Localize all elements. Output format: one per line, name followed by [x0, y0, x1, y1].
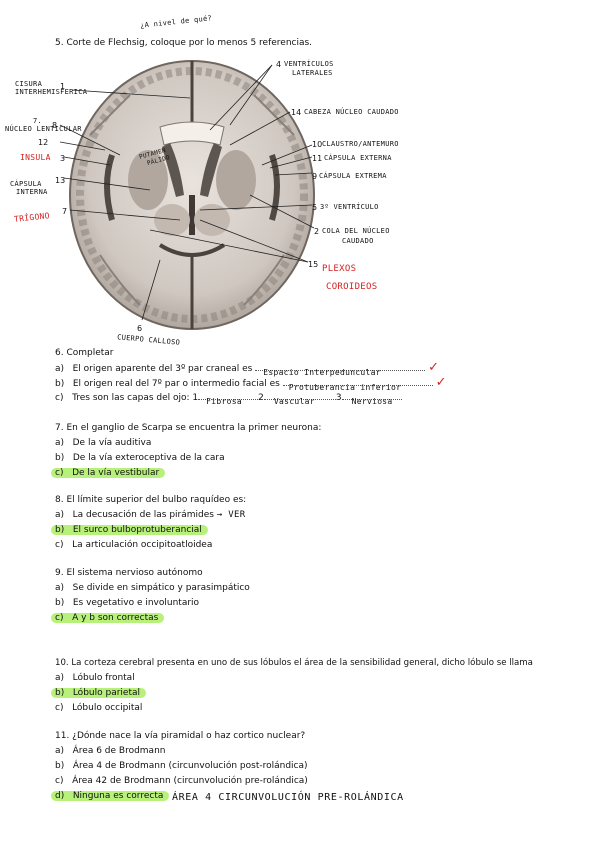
q10-option-c: c) Lóbulo occipital: [55, 703, 143, 713]
num-10: 10: [312, 140, 323, 149]
brain-illustration: [69, 60, 315, 330]
num-2: 2: [314, 227, 320, 236]
q8-option-a: a) La decusación de las pirámides → VER: [55, 510, 246, 520]
q6-title: 6. Completar: [55, 348, 114, 358]
label-nucleo-lenticular: 7.NÚCLEO LENTICULAR: [5, 117, 82, 133]
num-11: 11: [312, 154, 323, 163]
check-6a: ✓: [428, 360, 439, 375]
label-capsula-externa: CÁPSULA EXTERNA: [324, 154, 392, 162]
q11-title: 11. ¿Dónde nace la vía piramidal o haz c…: [55, 731, 306, 741]
num-3: 3: [60, 154, 66, 163]
q5-title: 5. Corte de Flechsig, coloque por lo men…: [55, 38, 313, 48]
q11-option-b: b) Área 4 de Brodmann (circunvolución po…: [55, 761, 308, 771]
q8-option-b-selected: b) El surco bulboprotuberancial: [51, 524, 208, 536]
q11-handwritten-note: ÁREA 4 CIRCUNVOLUCIÓN PRE-ROLÁNDICA: [172, 792, 404, 803]
q7-title: 7. En el ganglio de Scarpa se encuentra …: [55, 423, 322, 433]
q6-a: a) El origen aparente del 3º par craneal…: [55, 360, 439, 377]
num-4: 4: [276, 60, 282, 69]
brain-section-diagram: PUTAMEN PÁLIDO: [60, 55, 325, 345]
num-8: 8: [52, 121, 58, 130]
answer-6c-3: Nerviosa: [351, 397, 393, 406]
check-6b: ✓: [435, 375, 447, 390]
num-15: 15: [308, 260, 319, 269]
answer-6c-2: Vascular: [273, 397, 315, 406]
q7-option-a: a) De la vía auditiva: [55, 438, 152, 448]
num-7: 7: [62, 207, 68, 216]
q10-option-a: a) Lóbulo frontal: [55, 673, 135, 683]
answer-6b: Protuberancia inferior: [288, 383, 402, 392]
label-claustro: CLAUSTRO/ANTEMURO: [322, 140, 399, 148]
q9-option-a: a) Se divide en simpático y parasimpátic…: [55, 583, 250, 593]
q11-option-d-selected: d) Ninguna es correcta: [51, 790, 170, 802]
q11-option-a: a) Área 6 de Brodmann: [55, 746, 166, 756]
label-insula: INSULA: [20, 153, 51, 162]
answer-6a: Espacio Interpeduncular: [263, 368, 381, 377]
num-9: 9: [312, 172, 318, 181]
label-cabeza-caudado: CABEZA NÚCLEO CAUDADO: [304, 108, 399, 116]
num-13: 13: [55, 176, 66, 185]
q6-b: b) El origen real del 7º par o intermedi…: [55, 375, 447, 392]
num-14: 14: [291, 108, 302, 117]
q10-option-b-selected: b) Lóbulo parietal: [51, 687, 146, 699]
q9-option-c-selected: c) A y b son correctas: [51, 612, 165, 624]
q7-option-b: b) De la vía exteroceptiva de la cara: [55, 453, 225, 463]
label-tercer-ventriculo: 3º VENTRÍCULO: [320, 203, 379, 211]
q11-option-c: c) Área 42 de Brodmann (circunvolución p…: [55, 776, 308, 786]
label-capsula-extrema: CÁPSULA EXTREMA: [319, 172, 387, 180]
q9-title: 9. El sistema nervioso autónomo: [55, 568, 203, 578]
q7-option-c-selected: c) De la vía vestibular: [51, 467, 166, 479]
q10-title: 10. La corteza cerebral presenta en uno …: [55, 658, 533, 668]
num-6: 6: [137, 324, 143, 333]
num-5: 5: [312, 203, 318, 212]
num-12: 12: [38, 138, 49, 147]
answer-6c-1: Fibrosa: [206, 397, 242, 406]
top-handwritten-note: ¿A nivel de qué?: [139, 14, 213, 30]
q8-note: → VER: [216, 510, 246, 520]
q8-option-c: c) La articulación occipitoatloidea: [55, 540, 213, 550]
q9-option-b: b) Es vegetativo e involuntario: [55, 598, 200, 608]
leader-lines: [59, 64, 315, 321]
q8-title: 8. El límite superior del bulbo raquídeo…: [55, 495, 247, 505]
num-1: 1: [60, 82, 66, 91]
